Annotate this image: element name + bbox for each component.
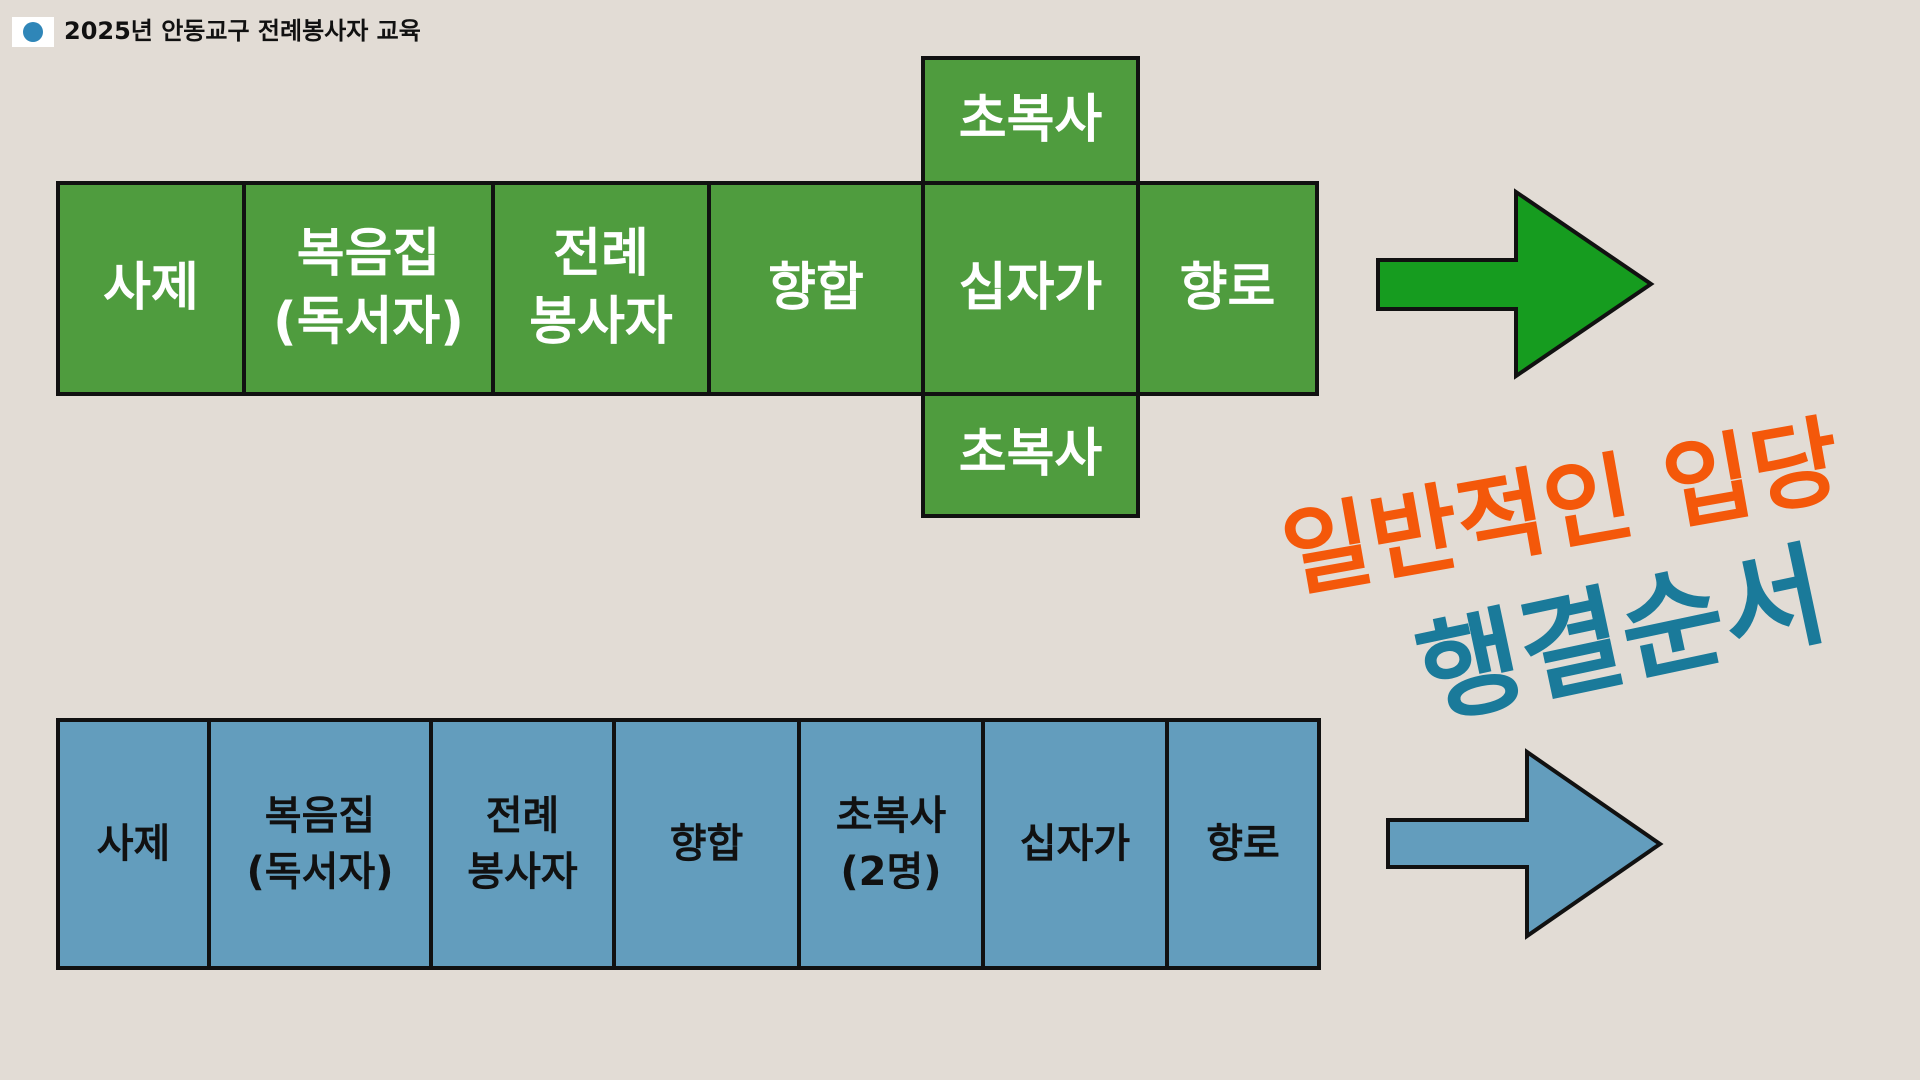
blue-arrow-icon xyxy=(1386,748,1664,940)
acolyte-bottom-cell: 초복사 xyxy=(921,392,1140,518)
green-arrow-icon xyxy=(1376,188,1655,380)
blue-cell-thurible: 향로 xyxy=(1165,718,1321,970)
green-cell-priest: 사제 xyxy=(56,181,246,396)
blue-cell-gospel: 복음집 (독서자) xyxy=(207,718,433,970)
blue-cell-priest: 사제 xyxy=(56,718,211,970)
green-cell-incense-boat: 향합 xyxy=(707,181,925,396)
blue-cell-servers: 전례 봉사자 xyxy=(429,718,616,970)
acolyte-top-cell: 초복사 xyxy=(921,56,1140,185)
diocese-logo xyxy=(12,17,54,47)
blue-cell-cross: 십자가 xyxy=(981,718,1169,970)
green-cell-thurible: 향로 xyxy=(1136,181,1319,396)
blue-cell-incense-boat: 향합 xyxy=(612,718,801,970)
page-title: 2025년 안동교구 전례봉사자 교육 xyxy=(64,17,421,45)
green-cell-servers: 전례 봉사자 xyxy=(491,181,711,396)
blue-cell-acolytes: 초복사 (2명) xyxy=(797,718,985,970)
green-cell-gospel: 복음집 (독서자) xyxy=(242,181,495,396)
green-cell-cross: 십자가 xyxy=(921,181,1140,396)
